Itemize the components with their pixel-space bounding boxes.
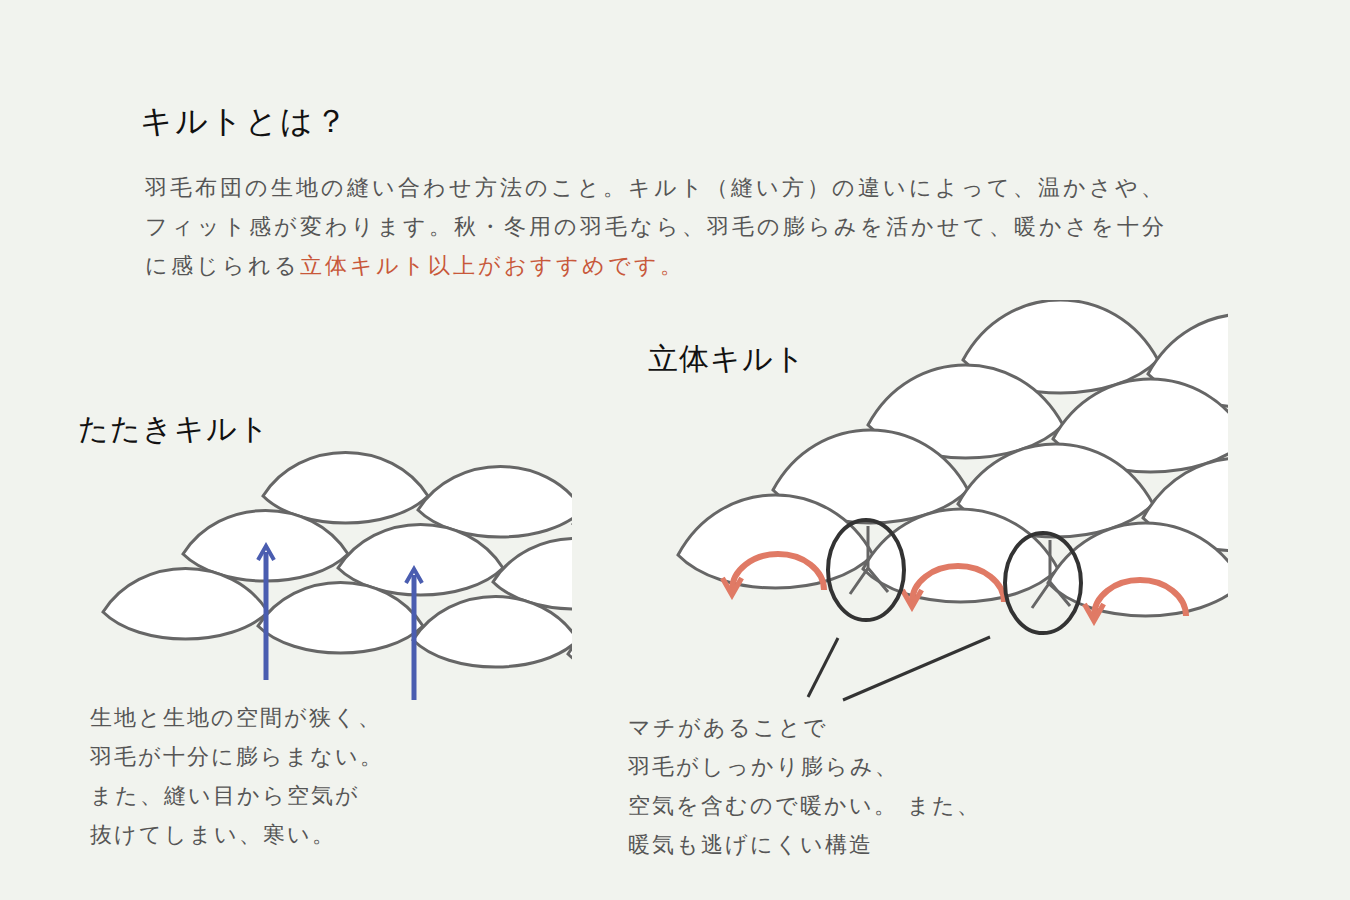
gusset-circle: [1005, 533, 1081, 633]
pillow: [103, 569, 268, 640]
airflow-arrow: [912, 566, 1004, 602]
pillow: [258, 583, 423, 654]
highlight-text: 立体キルト以上がおすすめです。: [300, 253, 685, 278]
section-heading-box: たたきキルト: [78, 409, 270, 450]
pillow: [413, 597, 572, 668]
section-heading: 立体キルト: [648, 341, 806, 376]
air-arrow: [412, 575, 417, 700]
tataki-quilt: [103, 453, 572, 682]
caption-text: 生地と生地の空間が狭く、 羽毛が十分に膨らまない。 また、縫い目から空気が 抜け…: [90, 705, 384, 847]
gusset-line: [850, 526, 888, 594]
air-arrow: [264, 552, 269, 680]
pillow: [863, 509, 1058, 602]
gusset-circle: [828, 520, 904, 620]
pillow: [1048, 523, 1228, 616]
intro-text-box: 羽毛布団の生地の縫い合わせ方法のこと。キルト（縫い方）の違いによって、温かさや、…: [145, 168, 1255, 285]
section-heading-box: 立体キルト: [648, 339, 806, 380]
pillow: [568, 611, 572, 682]
pillow: [678, 495, 873, 588]
airflow-arrow: [1094, 580, 1186, 616]
airflow-arrow: [732, 554, 824, 590]
caption-text-box: 生地と生地の空間が狭く、 羽毛が十分に膨らまない。 また、縫い目から空気が 抜け…: [90, 698, 410, 854]
leader-line: [808, 638, 838, 697]
leader-line: [843, 637, 990, 700]
annotations: [266, 520, 1081, 700]
section-heading: たたきキルト: [78, 411, 270, 446]
caption-text: マチがあることで 羽毛がしっかり膨らみ、 空気を含むので暖かい。 また、暖気も逃…: [628, 715, 981, 857]
page-title: キルトとは？: [140, 100, 349, 144]
caption-text-box: マチがあることで 羽毛がしっかり膨らみ、 空気を含むので暖かい。 また、暖気も逃…: [628, 708, 988, 864]
gusset-line: [1032, 540, 1070, 608]
